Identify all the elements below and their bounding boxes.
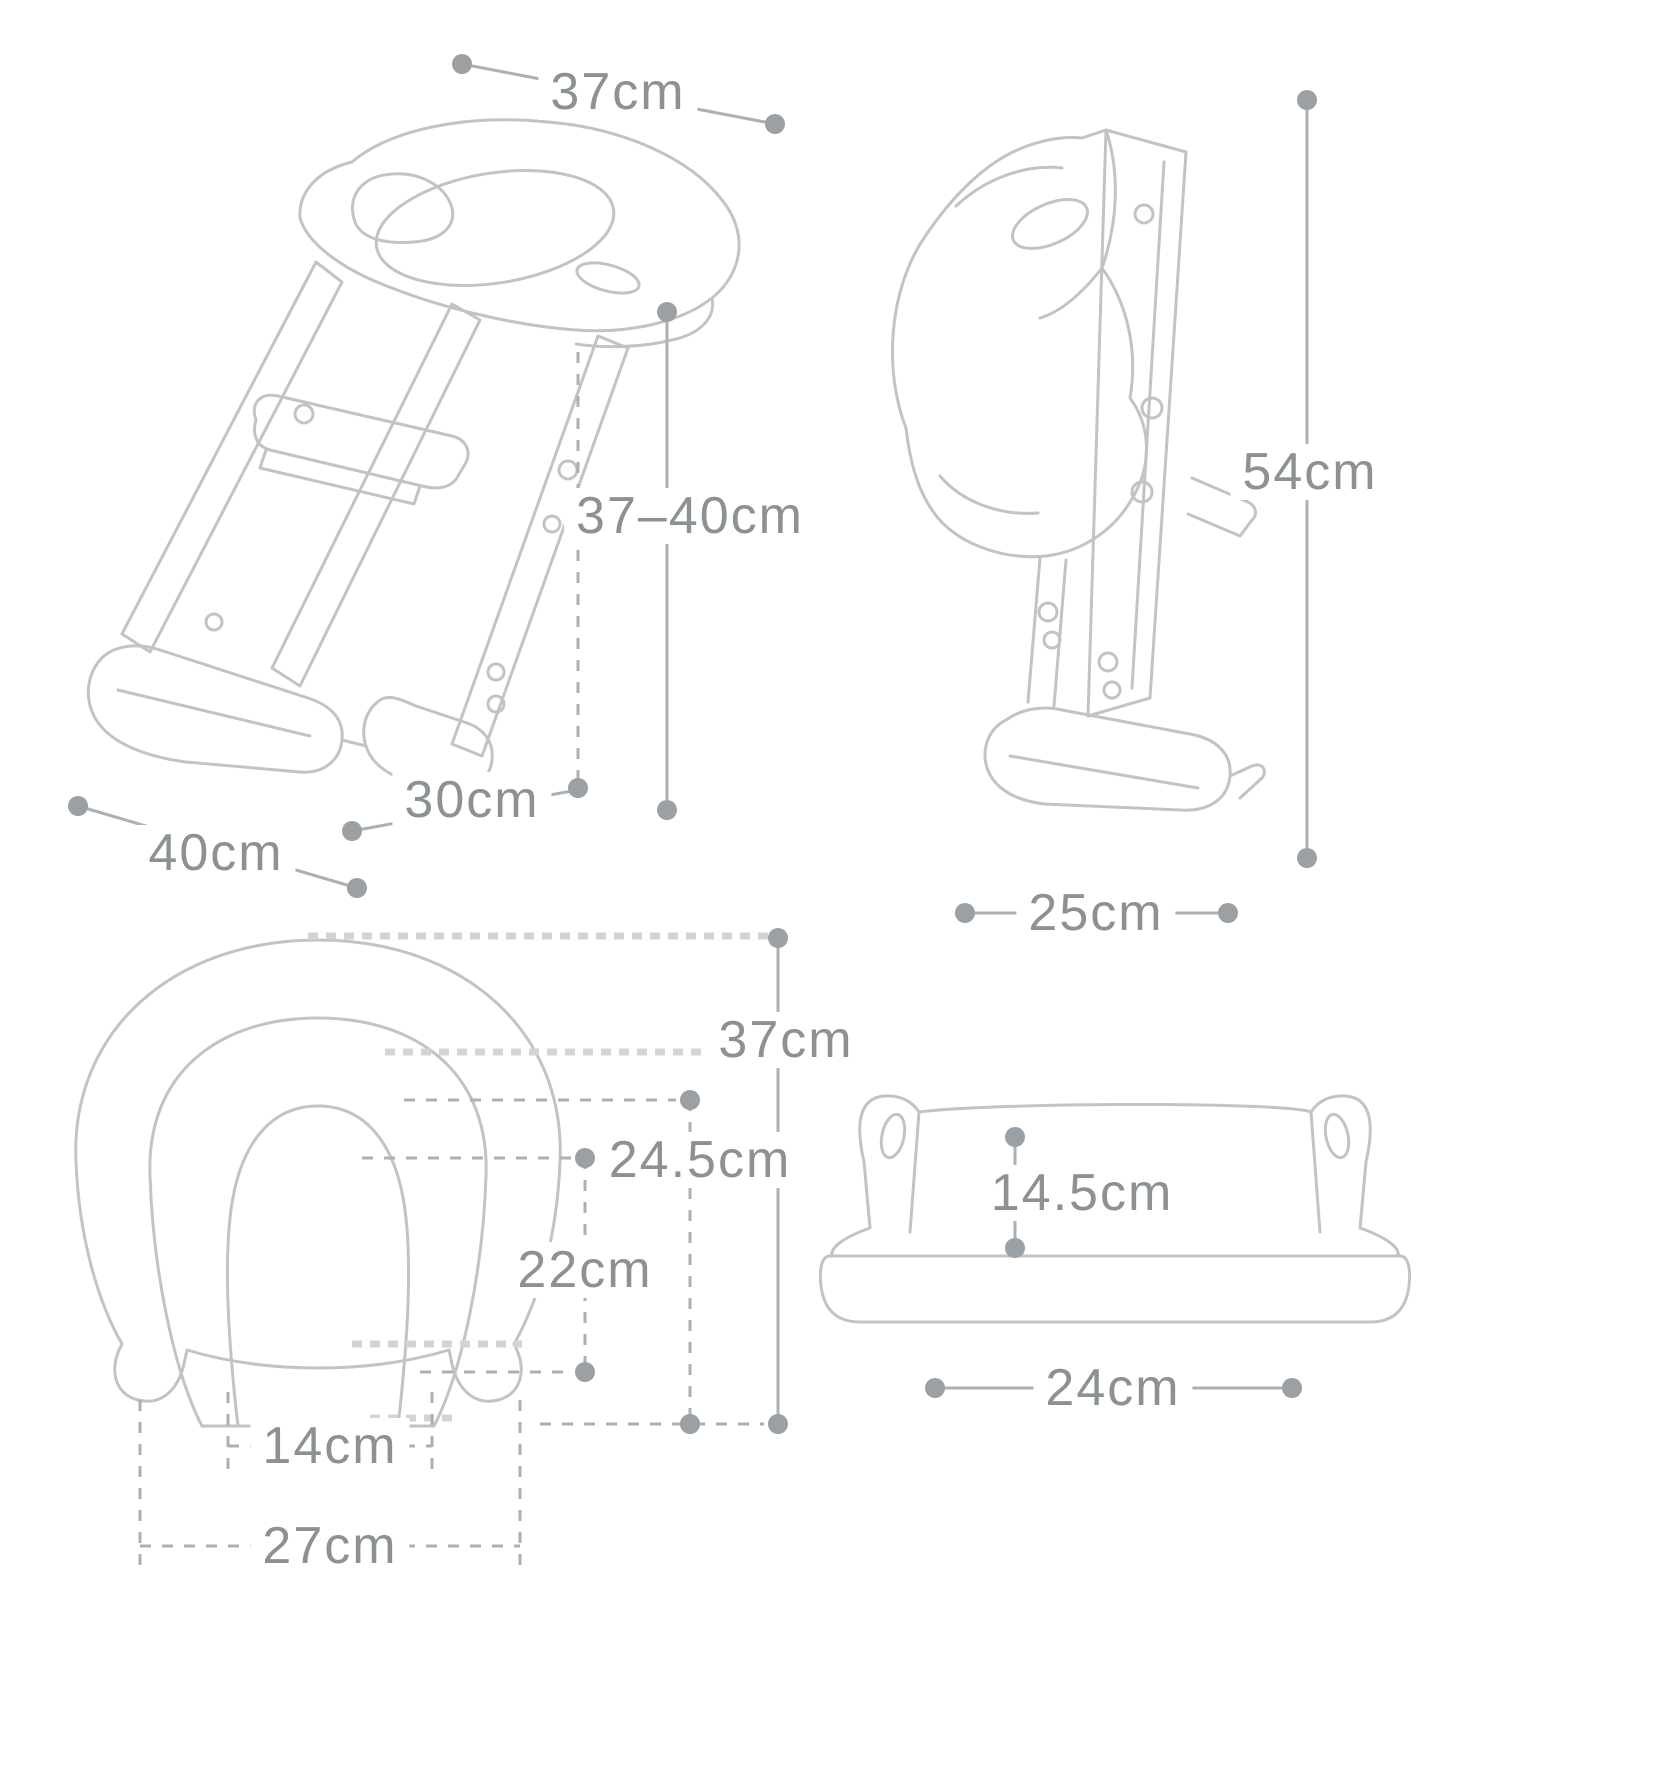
step-front-view-drawing [818, 1094, 1412, 1324]
screw [486, 694, 506, 714]
seat-inner-contour-bottom [938, 474, 1040, 515]
seat-back-pad [351, 172, 455, 244]
panel-inner-line-right [1309, 1110, 1322, 1234]
dim-label-folded-height: 54cm [1230, 444, 1390, 500]
ladder-bottom-edge [1086, 696, 1152, 718]
screw [1037, 601, 1059, 623]
seat-ring-outline [148, 1016, 488, 1428]
right-rail [450, 334, 630, 758]
dim-label-top-width: 37cm [538, 64, 698, 120]
screw [293, 403, 315, 425]
folded-foot-top-edge [1008, 754, 1200, 790]
dim-label-seat-pad-depth: 24.5cm [596, 1132, 804, 1188]
foot-cross-bar [340, 738, 368, 748]
folded-foot-heel [1228, 763, 1266, 800]
panel-inner-line-left [908, 1110, 921, 1234]
perspective-view-drawing [86, 118, 741, 790]
dim-label-opening-width: 14cm [250, 1418, 410, 1474]
dim-label-seat-height: 37–40cm [564, 488, 816, 544]
seat-opening-outline [225, 1104, 411, 1428]
ladder-inner-line [1130, 160, 1166, 690]
left-foot [86, 644, 344, 774]
screw [557, 459, 579, 481]
folded-rail-b [1052, 558, 1068, 708]
handle-slot [575, 261, 641, 295]
screw [542, 514, 562, 534]
seat-inner-contour-top [954, 165, 1064, 208]
seat-top-view-drawing [74, 938, 562, 1428]
dim-label-step-width: 24cm [1033, 1360, 1193, 1416]
dimension-dots [68, 54, 1317, 1434]
outer-pad-outline [74, 938, 562, 1403]
hook-hole-right [1323, 1112, 1351, 1160]
ladder-top-edge [1104, 128, 1188, 154]
screw [1133, 203, 1155, 225]
middle-rail [270, 302, 482, 688]
ladder-right-edge [1148, 150, 1188, 700]
dim-label-seat-overall-depth: 37cm [706, 1012, 866, 1068]
ladder-left-edge [1086, 128, 1108, 718]
screw [486, 662, 506, 682]
texture-print-rows [308, 932, 788, 1422]
seat-front-lip [574, 296, 715, 349]
dim-label-folded-depth: 25cm [1016, 885, 1176, 941]
handle-slot [1011, 198, 1089, 250]
dim-label-opening-depth: 22cm [505, 1242, 665, 1298]
screw [1140, 396, 1164, 420]
folded-rail-a [1026, 556, 1042, 704]
step-base-tray [818, 1254, 1412, 1324]
screw [204, 612, 224, 632]
fold-crease [1038, 266, 1104, 320]
screw [1097, 651, 1119, 673]
dim-label-seat-width: 27cm [250, 1518, 410, 1574]
hook-hole-left [879, 1112, 907, 1160]
left-rail [120, 260, 344, 654]
seat-outline [298, 118, 741, 333]
screw [1130, 480, 1154, 504]
seat-opening [374, 169, 616, 287]
step-tread-edge [258, 448, 422, 506]
step-tread [252, 393, 470, 490]
dim-label-step-depth: 30cm [392, 772, 552, 828]
screw [1042, 630, 1062, 650]
folded-foot [983, 706, 1232, 812]
folded-view-drawing [890, 128, 1266, 812]
left-foot-top-edge [116, 688, 312, 738]
screw [1102, 680, 1122, 700]
dim-label-base-depth: 40cm [136, 825, 296, 881]
dim-label-step-height: 14.5cm [978, 1165, 1186, 1221]
folded-seat-shell [890, 128, 1148, 559]
side-bracket [1186, 476, 1257, 538]
